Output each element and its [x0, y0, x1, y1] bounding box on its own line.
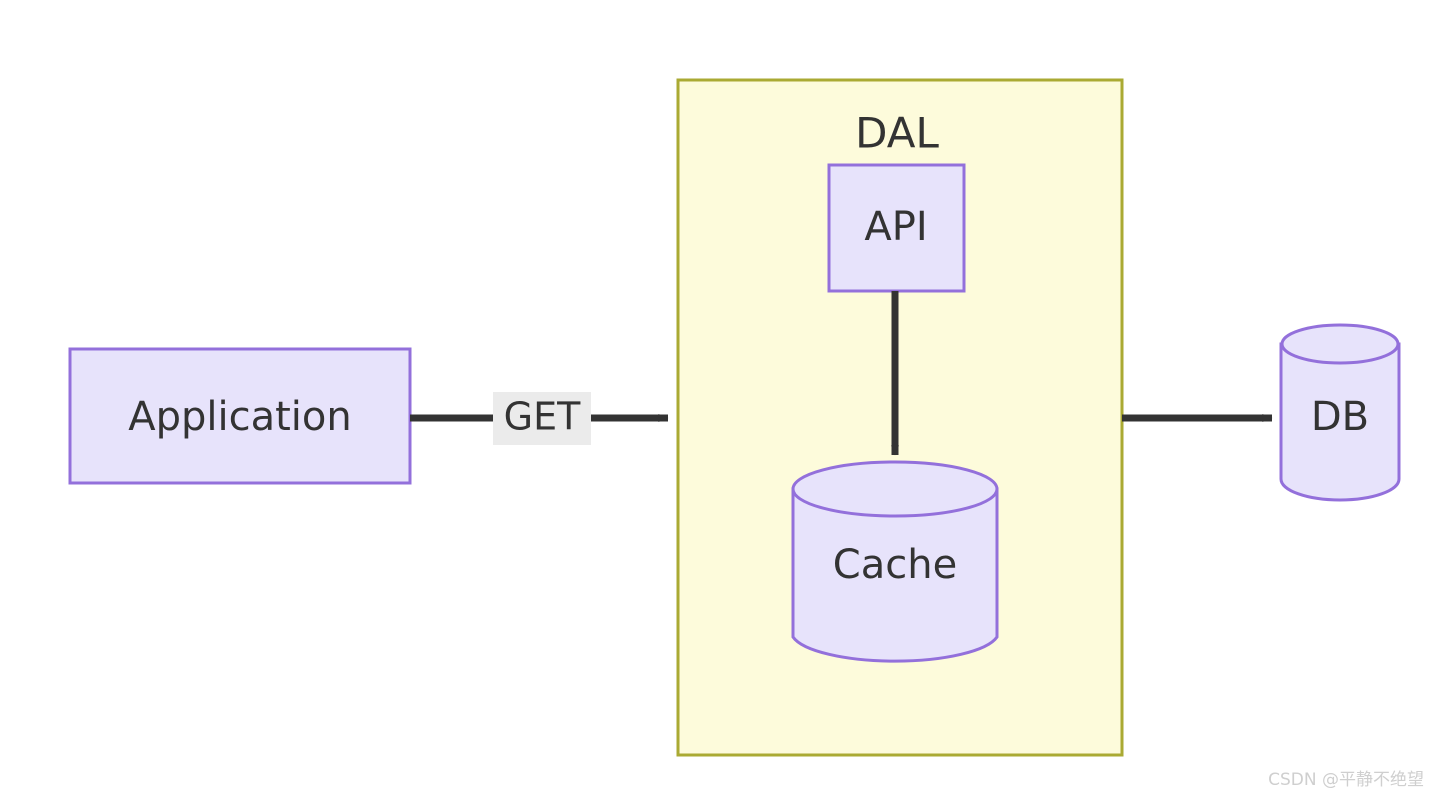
- node-cache[interactable]: Cache: [791, 460, 999, 663]
- node-cache-body[interactable]: [791, 487, 999, 663]
- watermark: CSDN @平静不绝望: [1268, 770, 1424, 790]
- node-api-box[interactable]: [827, 163, 966, 293]
- node-cache-top: [791, 460, 999, 518]
- node-api-label: API: [864, 204, 927, 250]
- edge-label-get-bg: [493, 392, 591, 445]
- node-application[interactable]: Application: [68, 347, 412, 485]
- edge-label-get: GET: [504, 395, 581, 439]
- node-db[interactable]: DB: [1279, 323, 1401, 502]
- node-db-top: [1280, 323, 1400, 365]
- node-db-label: DB: [1311, 394, 1369, 440]
- node-application-box[interactable]: [68, 347, 412, 485]
- node-api[interactable]: API: [827, 163, 966, 293]
- node-application-label: Application: [128, 394, 352, 440]
- node-db-body[interactable]: [1279, 342, 1401, 502]
- edge-application-dal[interactable]: GET: [410, 392, 669, 445]
- node-cache-label: Cache: [833, 542, 957, 588]
- group-dal-label: DAL: [855, 109, 939, 158]
